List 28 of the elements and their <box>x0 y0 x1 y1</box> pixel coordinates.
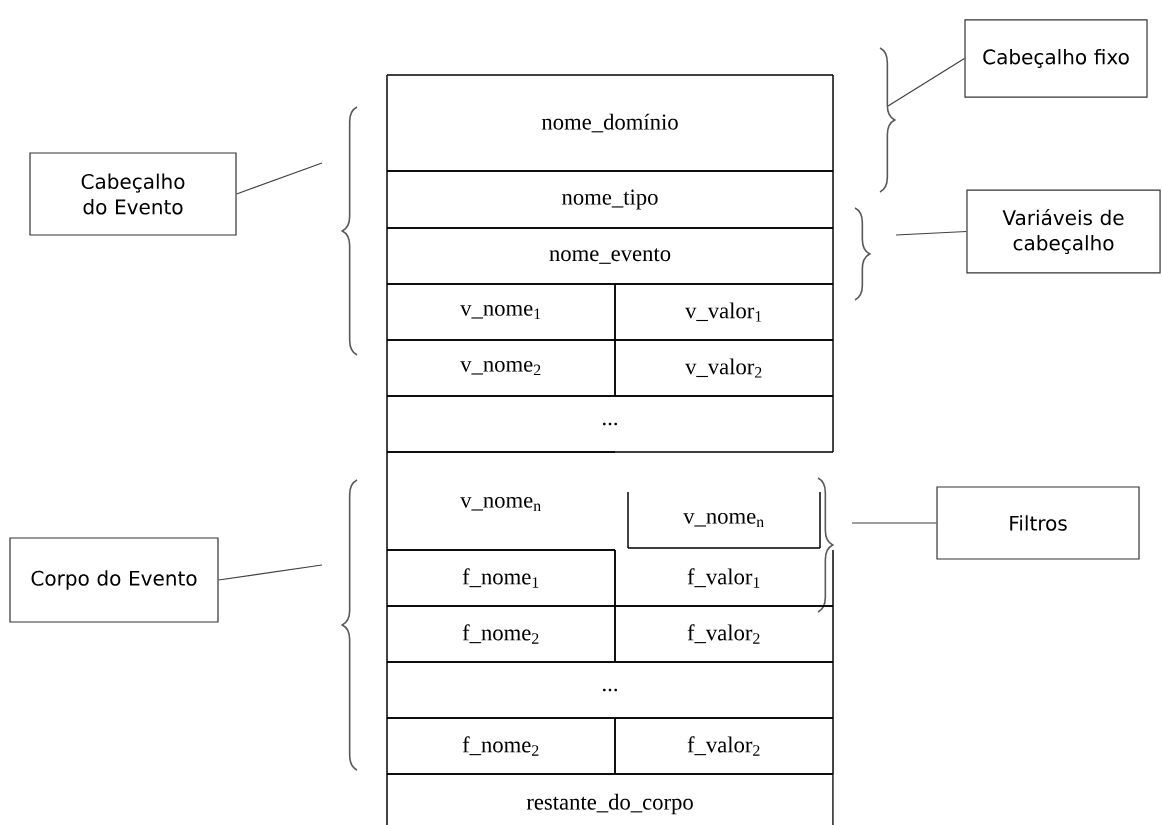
table-cell: v_nome$_{n}$ <box>386 451 616 551</box>
table-cell: f_nome$_{1}$ <box>386 549 616 607</box>
table-cell: v_valor$_{2}$ <box>614 339 834 397</box>
table-cell: f_nome$_{2}$ <box>386 605 616 663</box>
table-cell: v_nome$_{n}$ <box>627 491 821 549</box>
leader-line <box>851 522 937 524</box>
table-cell: nome_domínio <box>386 74 834 172</box>
table-cell: v_valor$_{1}$ <box>614 283 834 341</box>
label-box: Cabeçalho fixo <box>964 19 1148 98</box>
table-cell: nome_evento <box>386 227 834 285</box>
leader-line <box>218 564 323 581</box>
table-cell: nome_tipo <box>386 170 834 229</box>
label-box: Cabeçalho do Evento <box>29 152 237 236</box>
table-cell: v_nome$_{2}$ <box>386 339 616 397</box>
label-box: Corpo do Evento <box>9 537 219 623</box>
leader-line <box>236 162 323 195</box>
table-cell: restante_do_corpo <box>386 773 834 825</box>
table-cell: f_nome$_{2}$ <box>386 717 616 775</box>
label-box: Variáveis de cabeçalho <box>966 189 1161 274</box>
label-box: Filtros <box>936 486 1140 560</box>
table-cell: v_nome$_{1}$ <box>386 283 616 341</box>
table-cell: ... <box>386 661 834 719</box>
table-cell: f_valor$_{2}$ <box>614 605 834 663</box>
table-cell: ... <box>386 395 834 453</box>
table-cell: f_valor$_{1}$ <box>614 549 834 607</box>
table-cell: f_valor$_{2}$ <box>614 717 834 775</box>
leader-line <box>895 230 967 236</box>
leader-line <box>887 57 965 107</box>
